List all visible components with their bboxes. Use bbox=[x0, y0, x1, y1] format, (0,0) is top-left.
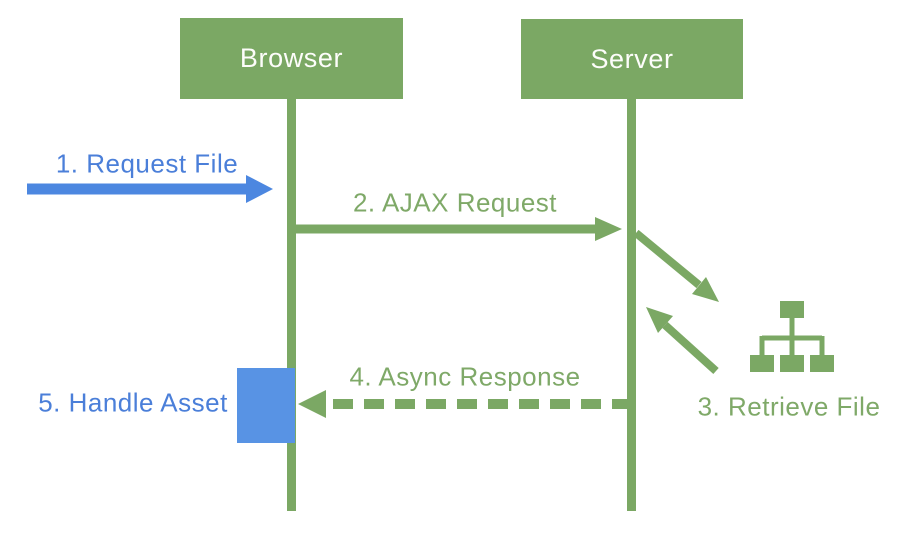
actor-label-server: Server bbox=[590, 43, 674, 74]
request-file-arrow bbox=[27, 175, 273, 203]
step-label-async-response: 4. Async Response bbox=[349, 361, 581, 392]
actor-label-browser: Browser bbox=[239, 43, 344, 73]
step-label-retrieve-file: 3. Retrieve File bbox=[697, 391, 881, 422]
async-response-arrow bbox=[298, 390, 632, 418]
step-label-handle-asset: 5. Handle Asset bbox=[38, 387, 228, 418]
server-retrieve-arrow bbox=[633, 229, 719, 302]
server-lifeline bbox=[627, 99, 636, 511]
step-label-request-file: 1. Request File bbox=[55, 148, 239, 179]
browser-activation-box bbox=[237, 368, 295, 443]
retrieve-return-arrow bbox=[646, 307, 719, 374]
step-label-ajax-request: 2. AJAX Request bbox=[352, 187, 558, 218]
file-tree-icon bbox=[750, 301, 834, 372]
actor-box-server: Server bbox=[521, 19, 743, 99]
ajax-request-arrow bbox=[296, 217, 622, 241]
browser-lifeline bbox=[287, 99, 296, 511]
actor-box-browser: Browser bbox=[180, 18, 403, 99]
